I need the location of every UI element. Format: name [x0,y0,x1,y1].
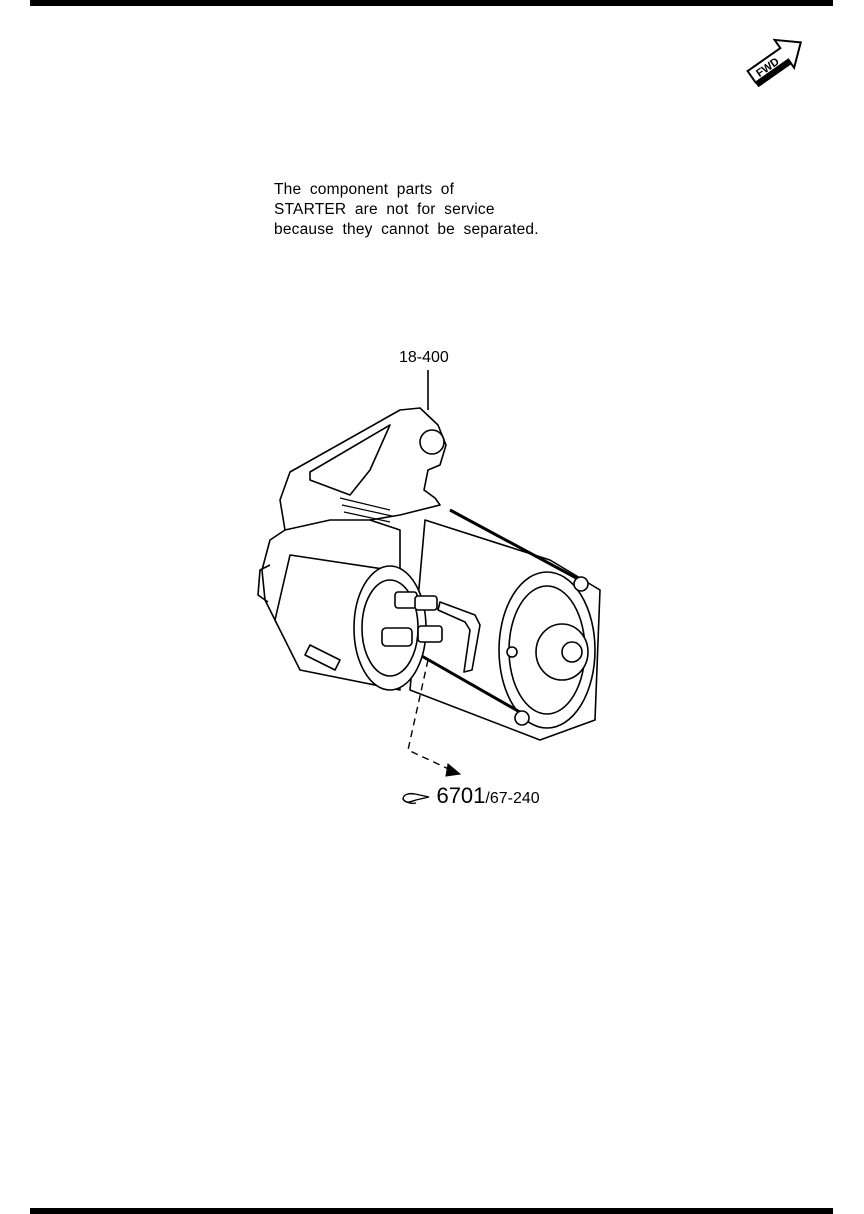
fwd-arrow-icon: FWD [746,38,803,88]
terminal-lower-nut [417,625,443,643]
bolt-head-top [573,576,589,592]
starter-motor-drawing [257,370,601,777]
reference-main-code: 6701 [436,783,486,808]
reference-dashed-line [407,659,456,773]
note-line-1: The component parts of [274,181,455,198]
reference-separator: / [485,790,490,807]
bracket-hole [419,429,445,455]
terminal-upper [394,591,418,609]
terminal-lower [381,627,413,647]
bolt-head-side [506,646,518,658]
service-note: The component parts of STARTER are not f… [274,180,539,240]
bolt-head-bottom [514,710,530,726]
connector-strap [437,601,481,673]
reference-arrowhead [445,763,462,777]
top-border-rule [30,0,833,6]
see-reference-icon [402,792,430,804]
note-line-3: because they cannot be separated. [274,221,539,238]
bottom-border-rule [30,1208,833,1214]
note-line-2: STARTER are not for service [274,201,495,218]
part-number-label: 18-400 [399,349,449,366]
reference-code: 6701/67-240 [400,783,540,809]
bracket-cutout [309,424,391,496]
terminal-upper-nut [414,595,438,611]
reference-sub-code: 67-240 [489,790,540,807]
